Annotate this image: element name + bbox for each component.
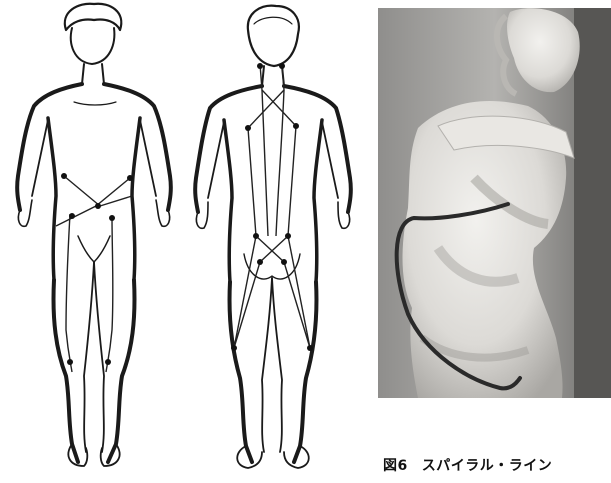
back-body-svg [178,0,366,478]
front-body-drawing [8,0,180,478]
figure-number: 図6 [383,458,408,474]
sculpture-photo-svg [378,8,611,398]
back-body-drawing [178,0,366,478]
sculpture-photo [378,8,611,398]
figure-title: スパイラル・ライン [422,458,553,474]
front-body-svg [8,0,180,478]
figure-caption: 図6 スパイラル・ライン [383,455,552,475]
